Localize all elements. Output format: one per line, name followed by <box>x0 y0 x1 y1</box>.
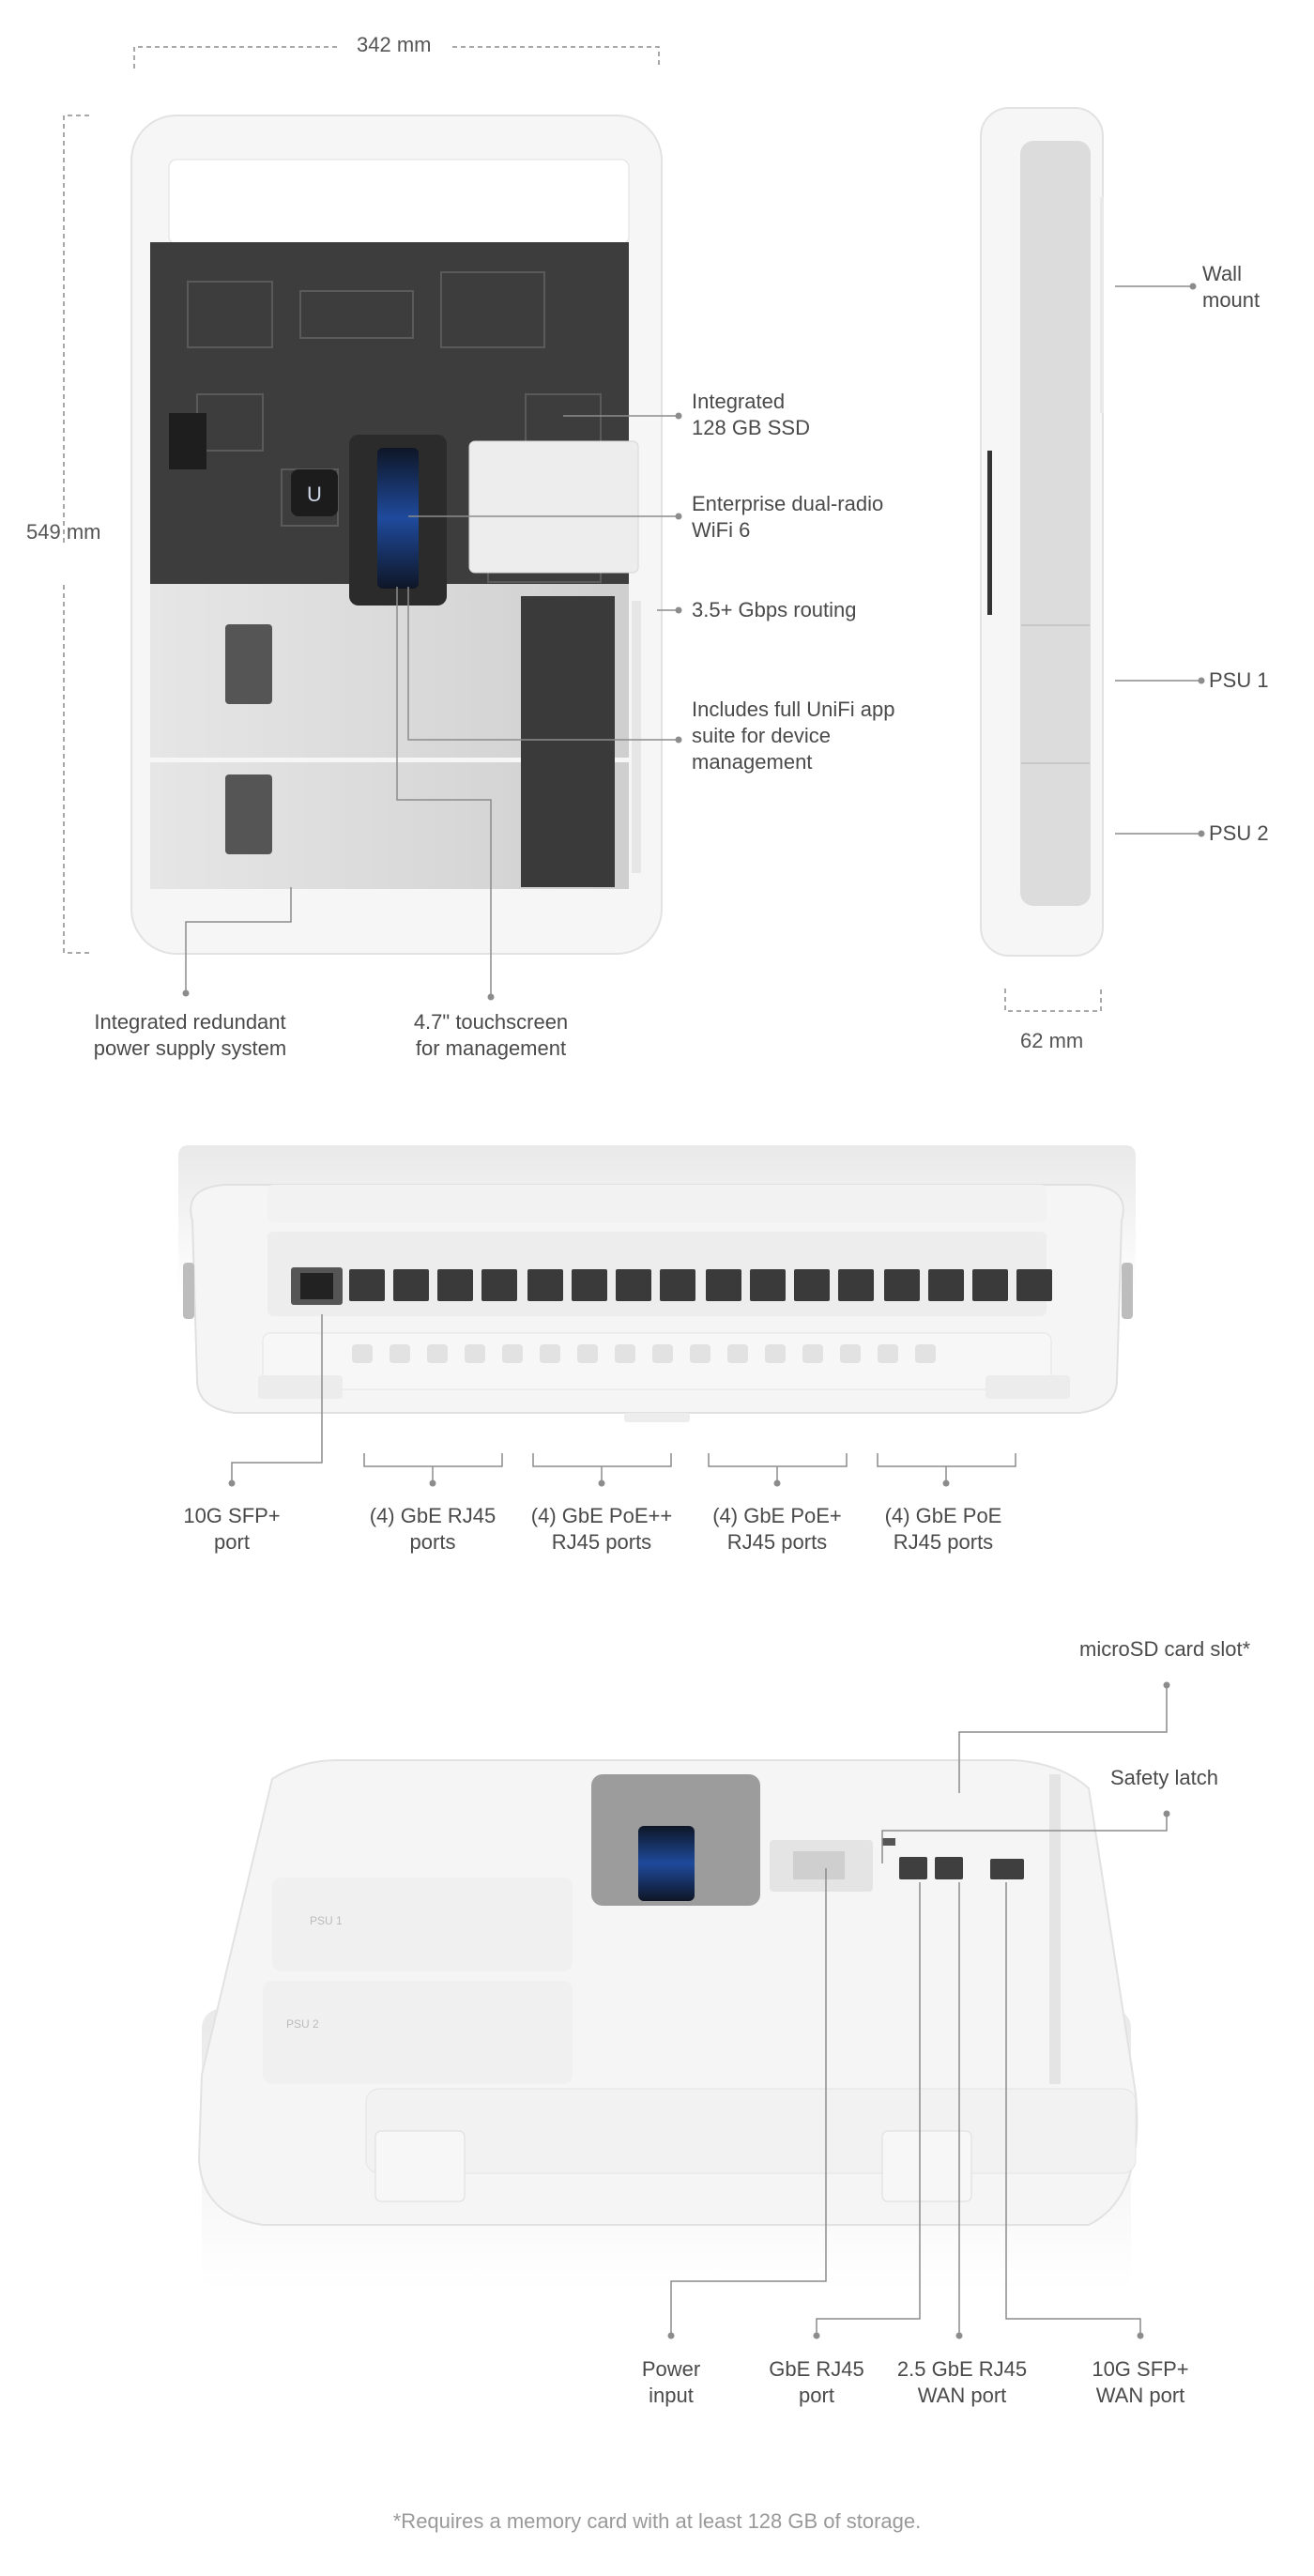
sfp-wan-port-label: 10G SFP+ WAN port <box>1092 2357 1189 2407</box>
front-view-device: U <box>130 115 663 955</box>
poepp-ports-label: (4) GbE PoE++ RJ45 ports <box>530 1504 673 1554</box>
rear-leader-lines <box>670 1685 1168 2336</box>
rear-leader-dots <box>667 1681 1170 2339</box>
port-view-device <box>178 1145 1136 1422</box>
side-view-device <box>980 107 1104 957</box>
wifi-label: Enterprise dual-radio WiFi 6 <box>692 492 884 542</box>
touchscreen-label: 4.7" touchscreen for management <box>413 1010 569 1060</box>
wan25-port-label: 2.5 GbE RJ45 WAN port <box>896 2357 1028 2407</box>
height-dimension: 549 mm <box>26 520 101 544</box>
sfp-port-label: 10G SFP+ port <box>183 1504 281 1554</box>
power-input-label: Power input <box>641 2357 701 2407</box>
unifi-label: Includes full UniFi app suite for device… <box>692 698 895 774</box>
rear-view-device: PSU 1 PSU 2 <box>197 1759 1138 2291</box>
ubiquiti-logo: U <box>307 483 322 506</box>
port-leader-lines <box>231 1314 1016 1483</box>
port-leader-dots <box>228 1480 950 1487</box>
poe-ports-label: (4) GbE PoE RJ45 ports <box>884 1504 1002 1554</box>
leader-lines <box>185 285 1201 997</box>
psu-system-label: Integrated redundant power supply system <box>93 1010 287 1060</box>
psu2-label: PSU 2 <box>1209 821 1269 845</box>
port-row <box>349 1269 1052 1301</box>
psu1-mark: PSU 1 <box>310 1914 343 1927</box>
routing-label: 3.5+ Gbps routing <box>692 598 857 621</box>
latch-label: Safety latch <box>1110 1766 1218 1789</box>
gbe-port-label: GbE RJ45 port <box>769 2357 864 2407</box>
psu2-mark: PSU 2 <box>286 2017 319 2031</box>
depth-dimension: 62 mm <box>1020 1029 1084 1052</box>
footnote: *Requires a memory card with at least 12… <box>392 2509 922 2533</box>
psu1-label: PSU 1 <box>1209 668 1269 692</box>
wall-mount-label: Wall mount <box>1202 262 1261 312</box>
leader-dots <box>182 283 1205 1001</box>
ssd-label: Integrated 128 GB SSD <box>692 390 810 439</box>
dimension-lines <box>63 46 1102 1012</box>
clip-row <box>352 1344 936 1363</box>
width-dimension: 342 mm <box>357 33 432 56</box>
microsd-label: microSD card slot* <box>1079 1637 1251 1661</box>
poep-ports-label: (4) GbE PoE+ RJ45 ports <box>712 1504 842 1554</box>
gbe-ports-label: (4) GbE RJ45 ports <box>369 1504 497 1554</box>
